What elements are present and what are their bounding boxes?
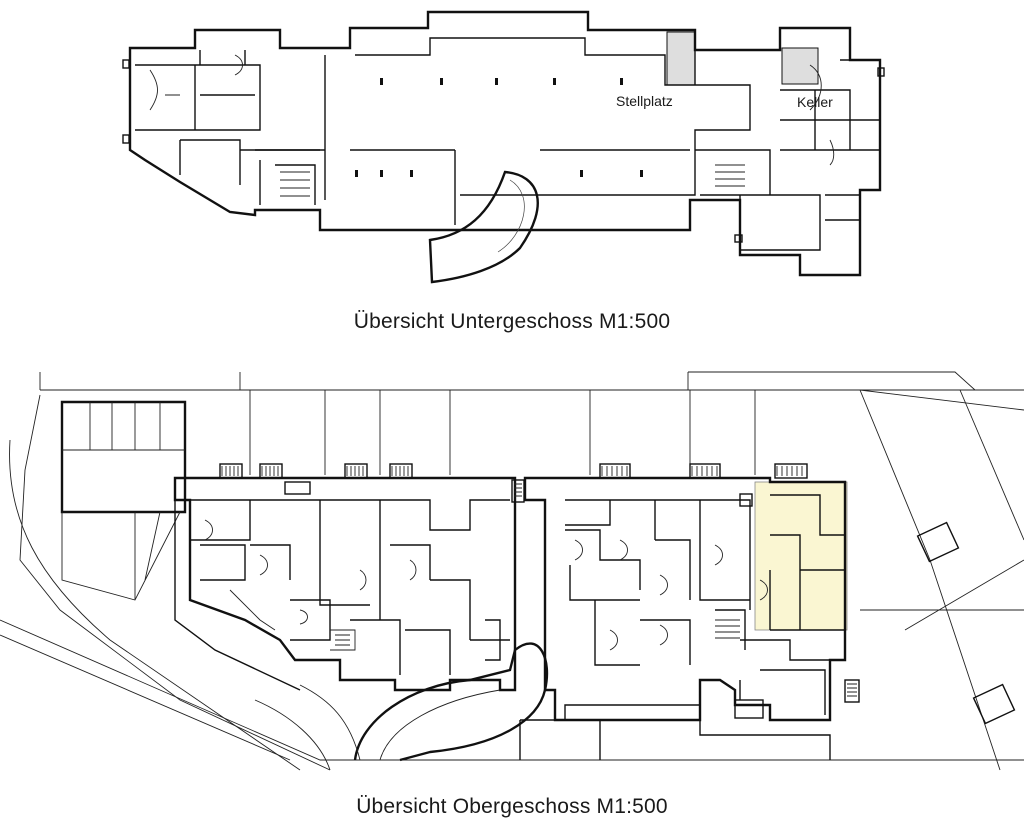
columns xyxy=(355,78,643,177)
shaded-area-right xyxy=(781,47,819,85)
central-stair xyxy=(511,479,525,503)
parking-hall-inner xyxy=(355,37,751,196)
basement-plan-title: Übersicht Untergeschoss M1:500 xyxy=(353,310,671,333)
carport-block xyxy=(60,400,187,601)
access-ramps xyxy=(174,478,831,771)
highlighted-unit xyxy=(754,481,848,631)
label-parking: Stellplatz xyxy=(616,93,673,109)
building-left xyxy=(173,463,517,692)
left-cellar-block xyxy=(122,50,320,205)
site-lines xyxy=(0,371,1024,771)
basement-ramp xyxy=(428,170,539,284)
basement-plan: Stellplatz Keller xyxy=(122,10,885,284)
building-right xyxy=(523,463,860,722)
upper-floor-plan xyxy=(0,371,1024,771)
right-cellar-block xyxy=(695,59,885,251)
upper-floor-plan-title: Übersicht Obergeschoss M1:500 xyxy=(356,795,668,818)
label-cellar: Keller xyxy=(797,94,833,110)
basement-outline xyxy=(128,10,882,277)
shaded-area-left xyxy=(666,31,696,86)
